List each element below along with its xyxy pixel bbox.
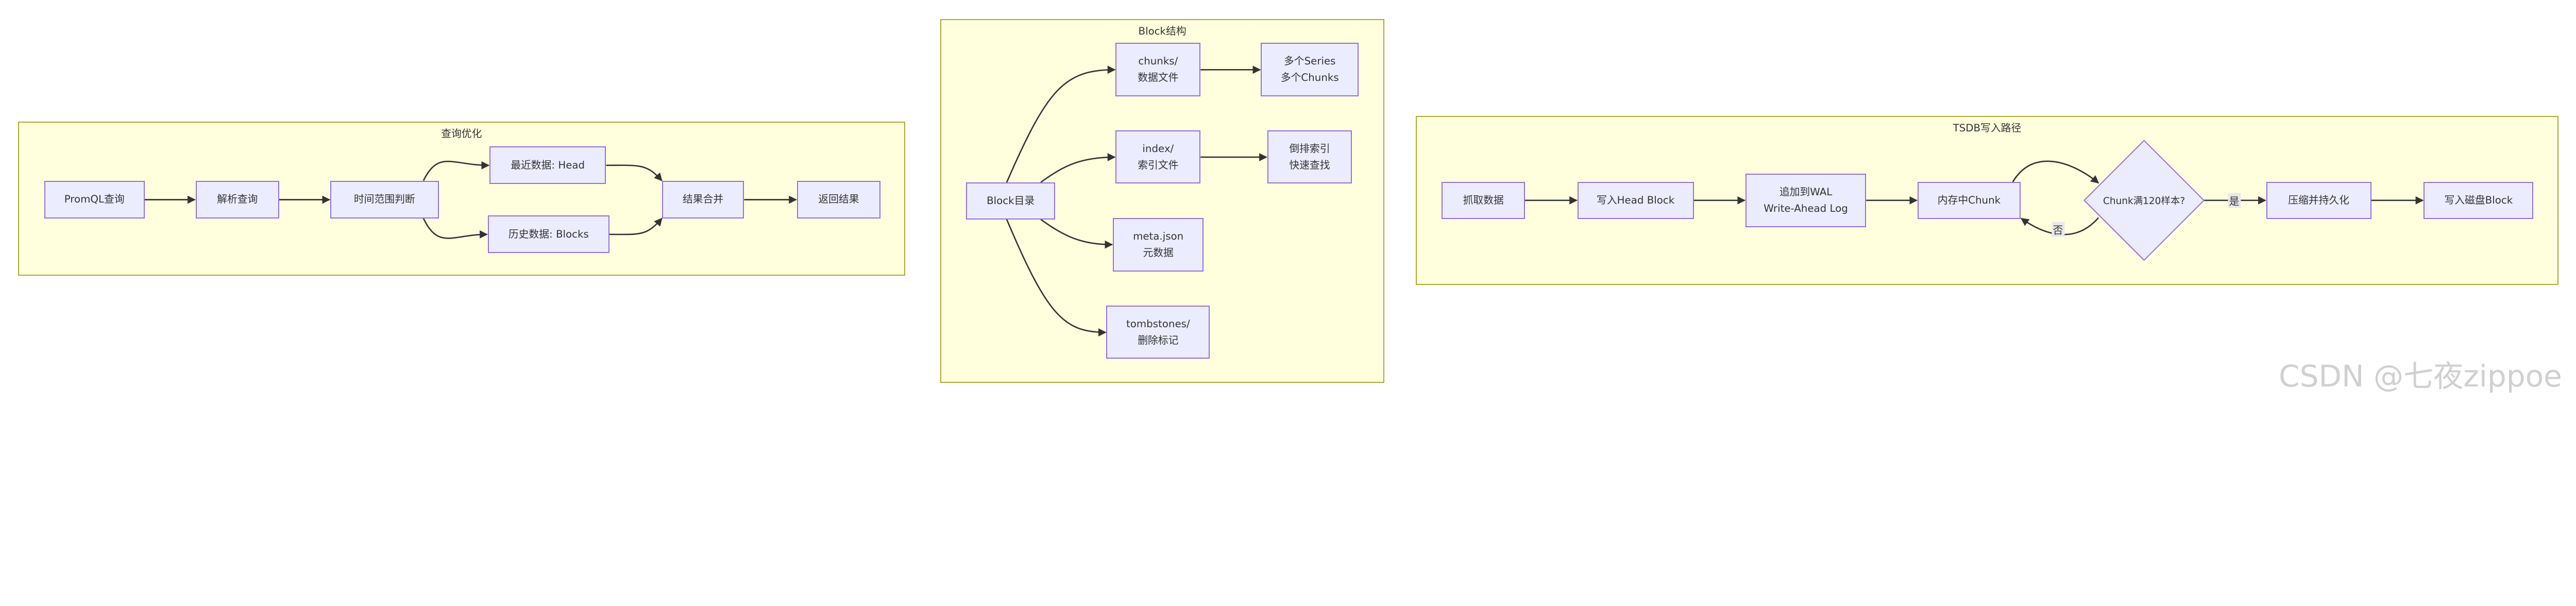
write-disk-block-node[interactable]: 写入磁盘Block	[2424, 182, 2534, 220]
node-label: 最近数据: Head	[511, 159, 585, 171]
node-label: 抓取数据	[1463, 194, 1504, 207]
node-label-line1: meta.json	[1133, 230, 1184, 243]
node-label-line2: 删除标记	[1138, 334, 1179, 346]
edge-time-head	[422, 160, 490, 181]
node-label-line1: index/	[1142, 142, 1174, 155]
edge-label-yes: 是	[2228, 193, 2241, 208]
edge-block-meta	[1040, 218, 1113, 249]
edge-head-merge	[606, 164, 663, 181]
node-label-line2: 索引文件	[1138, 159, 1179, 171]
node-label: 历史数据: Blocks	[508, 228, 589, 240]
chunk-full-decision-node[interactable]	[2083, 140, 2205, 261]
chunks-node[interactable]: chunks/数据文件	[1115, 43, 1201, 96]
edge-blocks-merge	[609, 217, 663, 235]
cluster-title: Block结构	[1138, 25, 1187, 38]
node-label: PromQL查询	[64, 193, 125, 206]
node-label-line2: 数据文件	[1138, 71, 1179, 83]
series-chunks-node[interactable]: 多个Series 多个Chunks	[1261, 43, 1359, 96]
inverted-index-node[interactable]: 倒排索引快速查找	[1267, 130, 1352, 184]
edge-block-chunks	[1006, 65, 1116, 183]
promql-query-node[interactable]: PromQL查询	[44, 180, 145, 218]
historical-blocks-node[interactable]: 历史数据: Blocks	[487, 215, 609, 254]
edge-time-blocks	[422, 218, 488, 239]
merge-results-node[interactable]: 结果合并	[662, 180, 744, 218]
memory-chunk-node[interactable]: 内存中Chunk	[1917, 182, 2021, 220]
node-label: 返回结果	[818, 193, 859, 206]
node-label-line1: 追加到WAL	[1779, 186, 1833, 198]
query-optimization-cluster: 查询优化	[18, 121, 905, 276]
node-label: 压缩并持久化	[2288, 194, 2349, 207]
node-label-line1: chunks/	[1138, 55, 1178, 68]
node-label-line2: 快速查找	[1289, 159, 1330, 171]
cluster-title: 查询优化	[441, 127, 482, 140]
edge-block-tombstones	[1006, 219, 1107, 336]
node-label: 时间范围判断	[353, 193, 415, 206]
meta-json-node[interactable]: meta.json 元数据	[1113, 218, 1204, 272]
block-directory-node[interactable]: Block目录	[965, 182, 1056, 220]
csdn-watermark: CSDN @七夜zippoe	[2279, 359, 2562, 394]
node-label: Block目录	[987, 194, 1035, 207]
node-label-line2: Write-Ahead Log	[1764, 202, 1848, 214]
edge-label-no: 否	[2052, 222, 2065, 237]
compress-persist-node[interactable]: 压缩并持久化	[2266, 182, 2371, 220]
node-label-line1: 多个Series	[1284, 55, 1336, 68]
node-label: 解析查询	[217, 193, 258, 206]
scrape-data-node[interactable]: 抓取数据	[1442, 182, 1526, 220]
node-label: 写入Head Block	[1597, 194, 1675, 207]
node-label-line2: 多个Chunks	[1280, 71, 1339, 83]
decision-label: Chunk满120样本?	[2084, 191, 2204, 210]
write-head-block-node[interactable]: 写入Head Block	[1577, 182, 1694, 220]
node-label: 内存中Chunk	[1937, 194, 2001, 207]
node-label-line2: 元数据	[1143, 246, 1174, 259]
cluster-title: TSDB写入路径	[1953, 122, 2022, 134]
edge-block-index	[1040, 153, 1116, 183]
decision-label-text: Chunk满120样本?	[2103, 195, 2185, 207]
tombstones-node[interactable]: tombstones/删除标记	[1106, 305, 1210, 359]
index-node[interactable]: index/索引文件	[1115, 130, 1201, 184]
node-label-line1: tombstones/	[1126, 317, 1190, 330]
node-label-line1: 倒排索引	[1289, 142, 1330, 155]
edge-mem-decision	[2012, 160, 2099, 184]
edges-layer	[144, 65, 2424, 336]
append-wal-node[interactable]: 追加到WAL Write-Ahead Log	[1745, 173, 1867, 227]
time-range-node[interactable]: 时间范围判断	[330, 180, 439, 218]
node-label: 写入磁盘Block	[2444, 194, 2513, 207]
return-results-node[interactable]: 返回结果	[796, 180, 881, 218]
parse-query-node[interactable]: 解析查询	[195, 180, 279, 218]
recent-data-head-node[interactable]: 最近数据: Head	[489, 146, 606, 184]
node-label: 结果合并	[682, 193, 724, 206]
